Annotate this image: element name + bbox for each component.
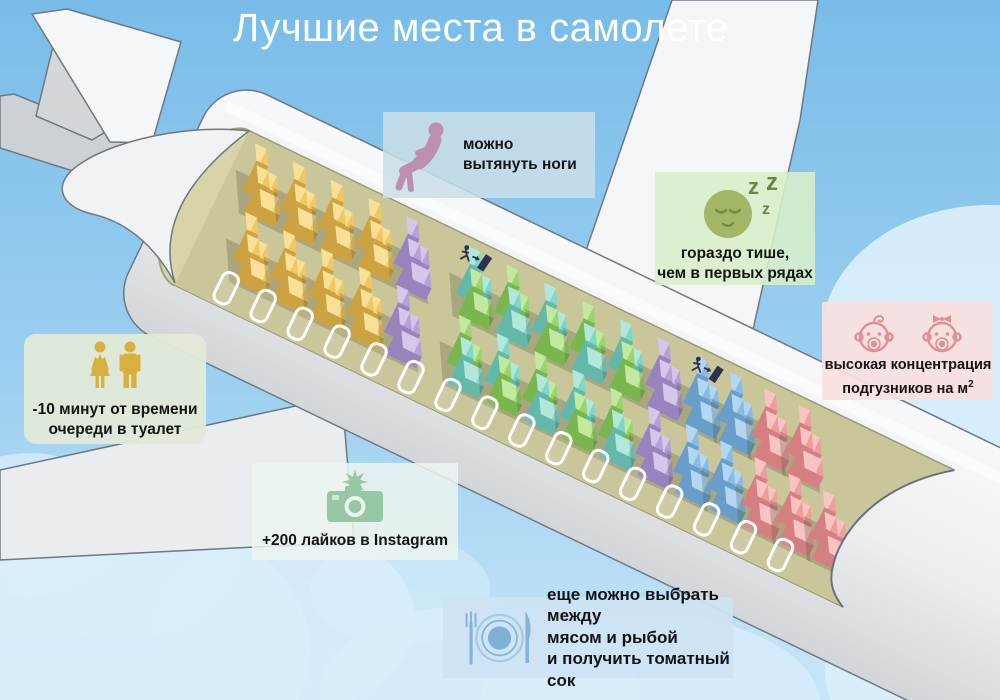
seat-pair-yellow — [339, 266, 385, 355]
window-outline — [766, 537, 795, 573]
window-outline — [323, 324, 351, 359]
window-outline — [729, 519, 758, 555]
window-outline — [545, 431, 573, 466]
seat-pair-green-teal — [449, 246, 494, 335]
page-title: Лучшие места в самолете — [233, 6, 729, 50]
camera-flash-icon — [327, 469, 383, 522]
floor-bottom-edge — [174, 285, 844, 608]
note-meal-text: еще можно выбрать между мясом и рыбой и … — [547, 584, 730, 690]
reclining-person-icon — [395, 122, 444, 192]
note-diapers: высокая концентрация подгузников на м2 — [822, 302, 994, 400]
window-outline — [692, 502, 721, 537]
seat-pair-purple — [377, 284, 422, 374]
sleeping-face-icon: z z z — [704, 169, 778, 238]
baby-icons — [822, 310, 994, 356]
exit-door-icon — [708, 365, 724, 384]
exit-sign-icon — [459, 245, 493, 272]
svg-text:z: z — [762, 201, 770, 218]
window-outline — [581, 448, 610, 484]
note-quiet-text: гораздо тише, чем в первых рядах — [657, 245, 813, 282]
window-outline — [286, 306, 314, 342]
note-instagram-text: +200 лайков в Instagram — [262, 532, 448, 549]
note-legroom: можно вытянуть ноги — [383, 112, 595, 198]
restroom-figures-icon — [90, 341, 141, 388]
window-outline — [249, 288, 277, 324]
window-outline — [360, 342, 388, 377]
window-outline — [471, 395, 499, 430]
window-outline — [397, 359, 425, 395]
note-instagram: +200 лайков в Instagram — [252, 463, 458, 560]
seat-pair-green-teal — [553, 369, 598, 458]
fuselage-top-stripe — [223, 100, 1000, 657]
fuselage-cut-edge — [830, 469, 955, 608]
exit-door-icon — [477, 254, 493, 272]
seat-pair-teal-green — [590, 387, 636, 476]
seat-pair-teal-green — [515, 351, 560, 440]
seat-pair-teal-green — [439, 314, 485, 403]
tail-cone — [61, 128, 251, 284]
window-outline — [212, 271, 241, 306]
note-meal: еще можно выбрать между мясом и рыбой и … — [443, 585, 733, 690]
meal-plate-icon — [465, 610, 531, 665]
note-toilet: -10 минут от времени очереди в туалет — [24, 334, 206, 444]
seat-pair-purple — [628, 405, 674, 495]
window-outline — [434, 377, 462, 413]
floor-top-edge — [248, 129, 955, 471]
seat-pair-yellow — [273, 161, 319, 250]
tail-bulkhead — [158, 128, 249, 286]
note-legroom-text: можно вытянуть ноги — [463, 136, 577, 173]
baby-boy-icon — [854, 315, 894, 353]
seat-pair-pink — [779, 404, 824, 494]
note-toilet-text: -10 минут от времени очереди в туалет — [32, 401, 198, 438]
svg-text:z: z — [748, 174, 759, 199]
window-outline — [508, 413, 536, 448]
seat-pair-green-teal — [477, 332, 522, 422]
seat-pair-pink — [735, 456, 780, 546]
seat-pair-yellow — [263, 230, 309, 319]
seat-pair-yellow — [235, 143, 281, 232]
exit-sign-icon — [691, 356, 724, 384]
window-outline — [655, 484, 684, 519]
seat-pair-pink — [744, 388, 790, 477]
knife — [525, 610, 531, 663]
seat-pair-pink — [769, 473, 814, 562]
note-quiet: z z z гораздо тише, чем в первых рядах — [655, 169, 815, 285]
seat-pair-blue — [676, 355, 721, 444]
cabin-content — [212, 143, 849, 579]
seat-pair-blue — [700, 440, 746, 529]
note-diapers-text: высокая концентрация подгузников на м2 — [824, 357, 992, 397]
window-outline — [618, 466, 647, 502]
svg-text:z: z — [766, 172, 778, 196]
cabin-windows — [212, 271, 795, 573]
fuselage — [123, 89, 1000, 700]
baby-girl-icon — [922, 315, 962, 353]
